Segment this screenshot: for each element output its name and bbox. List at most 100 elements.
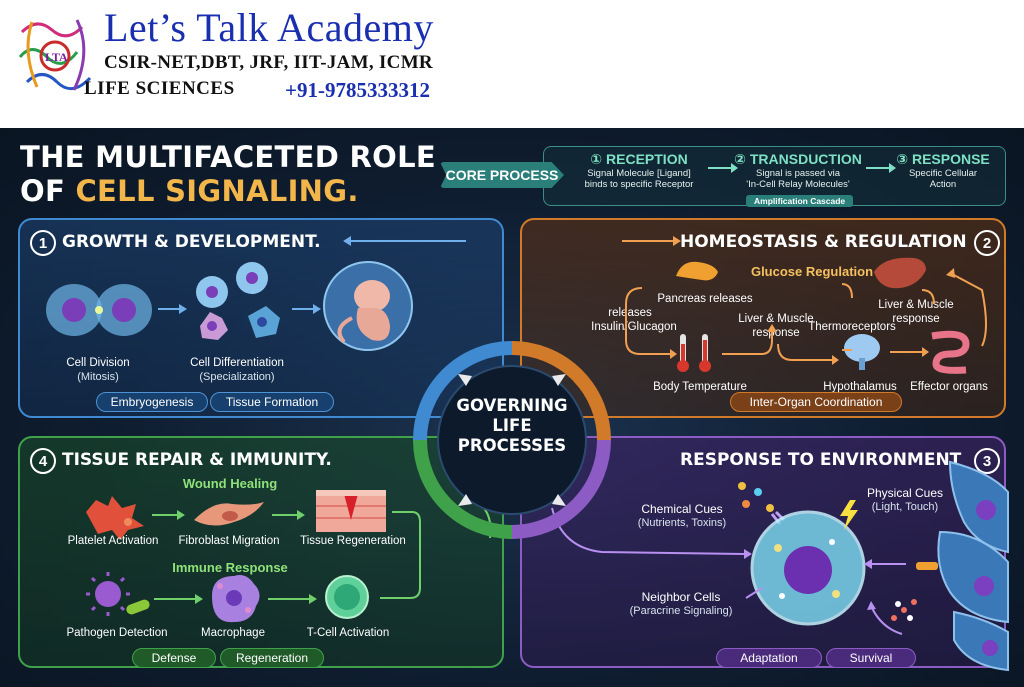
chemical-cues-label: Chemical Cues (Nutrients, Toxins) bbox=[622, 502, 742, 530]
liver-icon bbox=[874, 257, 926, 289]
panel-environment-number: 3 bbox=[974, 448, 1000, 474]
chemical-cues-text: Chemical Cues bbox=[641, 502, 723, 516]
growth-return-arrow bbox=[346, 240, 466, 242]
main-title: THE MULTIFACETED ROLE OF CELL SIGNALING. bbox=[20, 140, 436, 208]
physical-cues-label: Physical Cues (Light, Touch) bbox=[850, 486, 960, 514]
center-line1: GOVERNING bbox=[456, 396, 568, 415]
cell-differentiation-icon bbox=[196, 262, 280, 340]
panel-homeostasis-number: 2 bbox=[974, 230, 1000, 256]
pill-inter-organ-coordination: Inter-Organ Coordination bbox=[730, 392, 902, 412]
main-title-prefix: OF bbox=[20, 174, 76, 208]
center-line3: PROCESSES bbox=[457, 436, 567, 455]
main-title-line1: THE MULTIFACETED ROLE bbox=[20, 140, 436, 174]
academy-logo-icon: LTA bbox=[18, 19, 92, 91]
main-title-line2: OF CELL SIGNALING. bbox=[20, 174, 436, 208]
pill-defense: Defense bbox=[132, 648, 216, 668]
academy-header: LTA Let’s Talk Academy CSIR-NET,DBT, JRF… bbox=[0, 0, 1024, 128]
liver-response-2-b: response bbox=[892, 313, 940, 325]
fibroblast-migration-label: Fibroblast Migration bbox=[178, 535, 280, 547]
growth-arrow-1 bbox=[158, 304, 187, 314]
step-reception-desc2: binds to specific Receptor bbox=[584, 179, 694, 190]
pathogen-icon bbox=[86, 572, 150, 616]
pill-survival: Survival bbox=[826, 648, 916, 668]
environment-flow-arrows bbox=[551, 507, 906, 635]
central-ring bbox=[413, 341, 611, 539]
tissue-regeneration-icon bbox=[316, 490, 386, 532]
neighbor-cells-text: Neighbor Cells bbox=[641, 590, 721, 604]
chemical-molecules-icon bbox=[738, 482, 786, 525]
panel-growth-title: GROWTH & DEVELOPMENT. bbox=[62, 232, 321, 252]
immune-response-heading: Immune Response bbox=[172, 560, 288, 575]
pill-embryogenesis: Embryogenesis bbox=[96, 392, 208, 412]
pancreas-label: Pancreas releases bbox=[657, 293, 753, 305]
step-transduction-title: ② TRANSDUCTION bbox=[734, 151, 862, 167]
panel-repair-title: TISSUE REPAIR & IMMUNITY. bbox=[62, 450, 332, 470]
neighbor-cells-label: Neighbor Cells (Paracrine Signaling) bbox=[616, 590, 746, 618]
fibroblast-icon bbox=[194, 502, 264, 526]
homeostasis-flow-arrows bbox=[625, 268, 987, 365]
growth-arrow-2 bbox=[292, 304, 321, 314]
physical-cues-sub: (Light, Touch) bbox=[871, 501, 939, 513]
physical-cues-text: Physical Cues bbox=[866, 486, 944, 500]
cell-differentiation-label: Cell Differentiation (Specialization) bbox=[172, 356, 302, 384]
homeostasis-entry-arrow bbox=[622, 236, 681, 246]
embryo-icon bbox=[323, 261, 413, 351]
body-temperature-label: Body Temperature bbox=[653, 381, 747, 393]
step-arrow-2 bbox=[866, 163, 896, 173]
wound-healing-heading: Wound Healing bbox=[182, 476, 278, 491]
hypothalamus-label: Hypothalamus bbox=[823, 381, 897, 393]
center-line2: LIFE bbox=[492, 416, 532, 435]
t-cell-icon bbox=[325, 575, 369, 619]
hypothalamus-brain-icon bbox=[844, 334, 880, 370]
liver-response-1-label: Liver & Muscle response bbox=[728, 312, 824, 340]
panel-growth: 1 GROWTH & DEVELOPMENT. Cell Di bbox=[18, 218, 504, 418]
intestine-icon bbox=[931, 330, 970, 374]
step-response-desc2: Action bbox=[929, 179, 957, 190]
cell-differentiation-text: Cell Differentiation bbox=[190, 357, 284, 369]
immune-arrow-1 bbox=[154, 594, 203, 604]
panel-environment: RESPONSE TO ENVIRONMENT 3 Chemical Cues … bbox=[520, 436, 1009, 672]
platelet-icon bbox=[86, 496, 144, 540]
cell-division-sub: (Mitosis) bbox=[77, 371, 119, 383]
cell-division-text: Cell Division bbox=[66, 357, 130, 369]
cell-division-icon bbox=[46, 284, 152, 336]
pancreas-icon bbox=[676, 261, 718, 281]
core-process-label: CORE PROCESS bbox=[440, 162, 564, 188]
thermometer-icon bbox=[677, 334, 711, 372]
logo-text: LTA bbox=[45, 50, 68, 64]
paracrine-molecules-icon bbox=[891, 599, 917, 621]
academy-exams: CSIR-NET,DBT, JRF, IIT-JAM, ICMR bbox=[104, 52, 433, 73]
t-cell-activation-label: T-Cell Activation bbox=[306, 627, 390, 639]
step-transduction: ② TRANSDUCTION Signal is passed via 'In-… bbox=[728, 151, 868, 190]
insulin-glucagon-label: Insulin/Glucagon bbox=[591, 321, 677, 333]
step-response: ③ RESPONSE Specific Cellular Action bbox=[888, 151, 998, 190]
step-reception-title: ① RECEPTION bbox=[590, 151, 688, 167]
step-reception-desc1: Signal Molecule [Ligand] bbox=[587, 168, 691, 179]
target-cell-icon bbox=[750, 510, 866, 626]
tissue-regeneration-label: Tissue Regeneration bbox=[300, 535, 406, 547]
macrophage-label: Macrophage bbox=[201, 627, 265, 639]
liver-response-1-a: Liver & Muscle bbox=[738, 313, 814, 325]
step-arrow-1 bbox=[708, 163, 738, 173]
step-response-desc1: Specific Cellular bbox=[908, 168, 978, 179]
wound-arrow-2 bbox=[272, 510, 305, 520]
step-response-title: ③ RESPONSE bbox=[896, 151, 990, 167]
main-title-accent: CELL SIGNALING. bbox=[75, 174, 359, 208]
academy-title: Let’s Talk Academy bbox=[104, 5, 434, 50]
panel-homeostasis: HOMEOSTASIS & REGULATION 2 Glucose Regul… bbox=[520, 218, 1006, 418]
step-reception: ① RECEPTION Signal Molecule [Ligand] bin… bbox=[564, 151, 714, 190]
platelet-activation-label: Platelet Activation bbox=[67, 535, 159, 547]
panel-environment-title: RESPONSE TO ENVIRONMENT bbox=[680, 450, 962, 470]
effector-organs-label: Effector organs bbox=[910, 381, 988, 393]
wound-arrow-1 bbox=[152, 510, 185, 520]
macrophage-icon bbox=[212, 575, 260, 623]
pill-adaptation: Adaptation bbox=[716, 648, 822, 668]
step-transduction-desc2: 'In-Cell Relay Molecules' bbox=[746, 179, 850, 190]
glucose-regulation-heading: Glucose Regulation bbox=[750, 264, 874, 279]
step-transduction-desc1: Signal is passed via bbox=[756, 168, 840, 179]
core-process-box: ① RECEPTION Signal Molecule [Ligand] bin… bbox=[543, 146, 1006, 207]
thermoreceptors-label: Thermoreceptors bbox=[808, 321, 896, 333]
pill-regeneration: Regeneration bbox=[220, 648, 324, 668]
amplification-cascade: Amplification Cascade bbox=[746, 195, 854, 207]
academy-phone: +91-9785333312 bbox=[285, 78, 430, 102]
